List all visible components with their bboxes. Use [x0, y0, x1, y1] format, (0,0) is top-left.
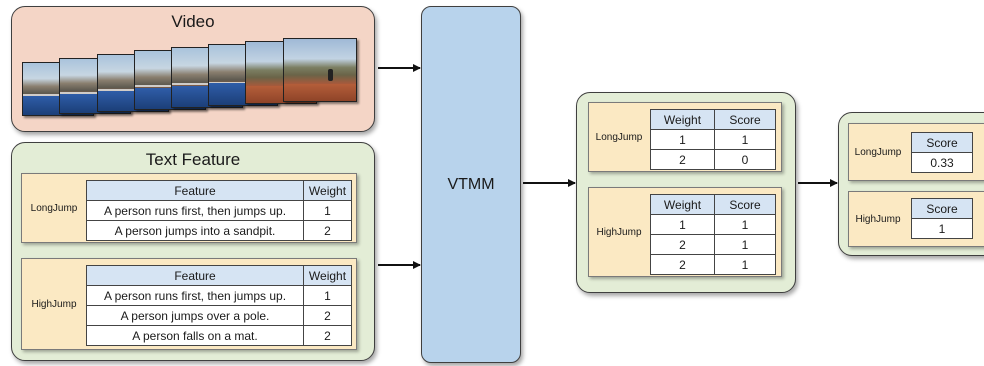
final-score-cell: 1: [911, 218, 973, 239]
score-panel: LongJump Weight Score 1 1 2 0 HighJump W…: [576, 92, 796, 293]
table-row: 0.33: [911, 152, 973, 173]
weight-cell: 2: [303, 220, 352, 241]
feature-cell: A person falls on a mat.: [86, 325, 304, 346]
longjump-score-table: Weight Score 1 1 2 0: [650, 109, 776, 170]
table-header-row: Weight Score: [650, 109, 776, 130]
table-header-row: Score: [911, 132, 973, 153]
table-header-row: Score: [911, 198, 973, 219]
table-row: 1 1: [650, 214, 776, 235]
weight-column-header: Weight: [650, 109, 715, 130]
score-column-header: Score: [911, 132, 973, 153]
highjump-label: HighJump: [31, 299, 77, 310]
highjump-score-table: Weight Score 1 1 2 1 2 1: [650, 194, 776, 275]
feature-cell: A person jumps into a sandpit.: [86, 220, 304, 241]
video-panel-title: Video: [171, 12, 215, 31]
highjump-final-box: HighJump Score 1: [848, 191, 984, 247]
text-feature-title: Text Feature: [145, 150, 241, 169]
video-panel: Video: [11, 6, 375, 132]
longjump-final-table: Score 0.33: [911, 132, 973, 173]
score-cell: 0: [714, 149, 776, 170]
longjump-label: LongJump: [595, 132, 643, 143]
longjump-feature-box: LongJump Feature Weight A person runs fi…: [21, 173, 357, 243]
table-row: A person runs first, then jumps up. 1: [86, 285, 352, 306]
feature-cell: A person runs first, then jumps up.: [86, 285, 304, 306]
longjump-label: LongJump: [854, 147, 902, 158]
table-row: 1: [911, 218, 973, 239]
score-cell: 1: [714, 254, 776, 275]
table-row: 2 0: [650, 149, 776, 170]
final-score-panel: LongJump Score 0.33 HighJump Score 1: [838, 112, 984, 256]
highjump-final-table: Score 1: [911, 198, 973, 239]
final-score-cell: 0.33: [911, 152, 973, 173]
highjump-label: HighJump: [855, 214, 901, 225]
weight-column-header: Weight: [303, 180, 352, 201]
video-frame: [283, 38, 357, 102]
table-row: 1 1: [650, 129, 776, 150]
table-row: A person jumps over a pole. 2: [86, 305, 352, 326]
highjump-feature-box: HighJump Feature Weight A person runs fi…: [21, 258, 357, 350]
table-row: A person falls on a mat. 2: [86, 325, 352, 346]
text-feature-panel: Text Feature LongJump Feature Weight A p…: [11, 142, 375, 361]
vtmm-model-block: VTMM: [421, 6, 521, 363]
table-row: A person jumps into a sandpit. 2: [86, 220, 352, 241]
longjump-label: LongJump: [30, 203, 78, 214]
vtmm-label: VTMM: [447, 175, 495, 193]
longjump-feature-table: Feature Weight A person runs first, then…: [86, 180, 352, 241]
highjump-feature-table: Feature Weight A person runs first, then…: [86, 265, 352, 346]
longjump-score-box: LongJump Weight Score 1 1 2 0: [588, 102, 782, 172]
longjump-final-box: LongJump Score 0.33: [848, 123, 984, 181]
score-column-header: Score: [714, 109, 776, 130]
score-column-header: Score: [714, 194, 776, 215]
feature-column-header: Feature: [86, 180, 304, 201]
highjump-score-box: HighJump Weight Score 1 1 2 1 2 1: [588, 187, 782, 277]
table-header-row: Feature Weight: [86, 180, 352, 201]
weight-cell: 2: [650, 149, 715, 170]
score-column-header: Score: [911, 198, 973, 219]
table-row: 2 1: [650, 254, 776, 275]
highjump-label: HighJump: [596, 227, 642, 238]
table-header-row: Weight Score: [650, 194, 776, 215]
weight-cell: 2: [303, 325, 352, 346]
